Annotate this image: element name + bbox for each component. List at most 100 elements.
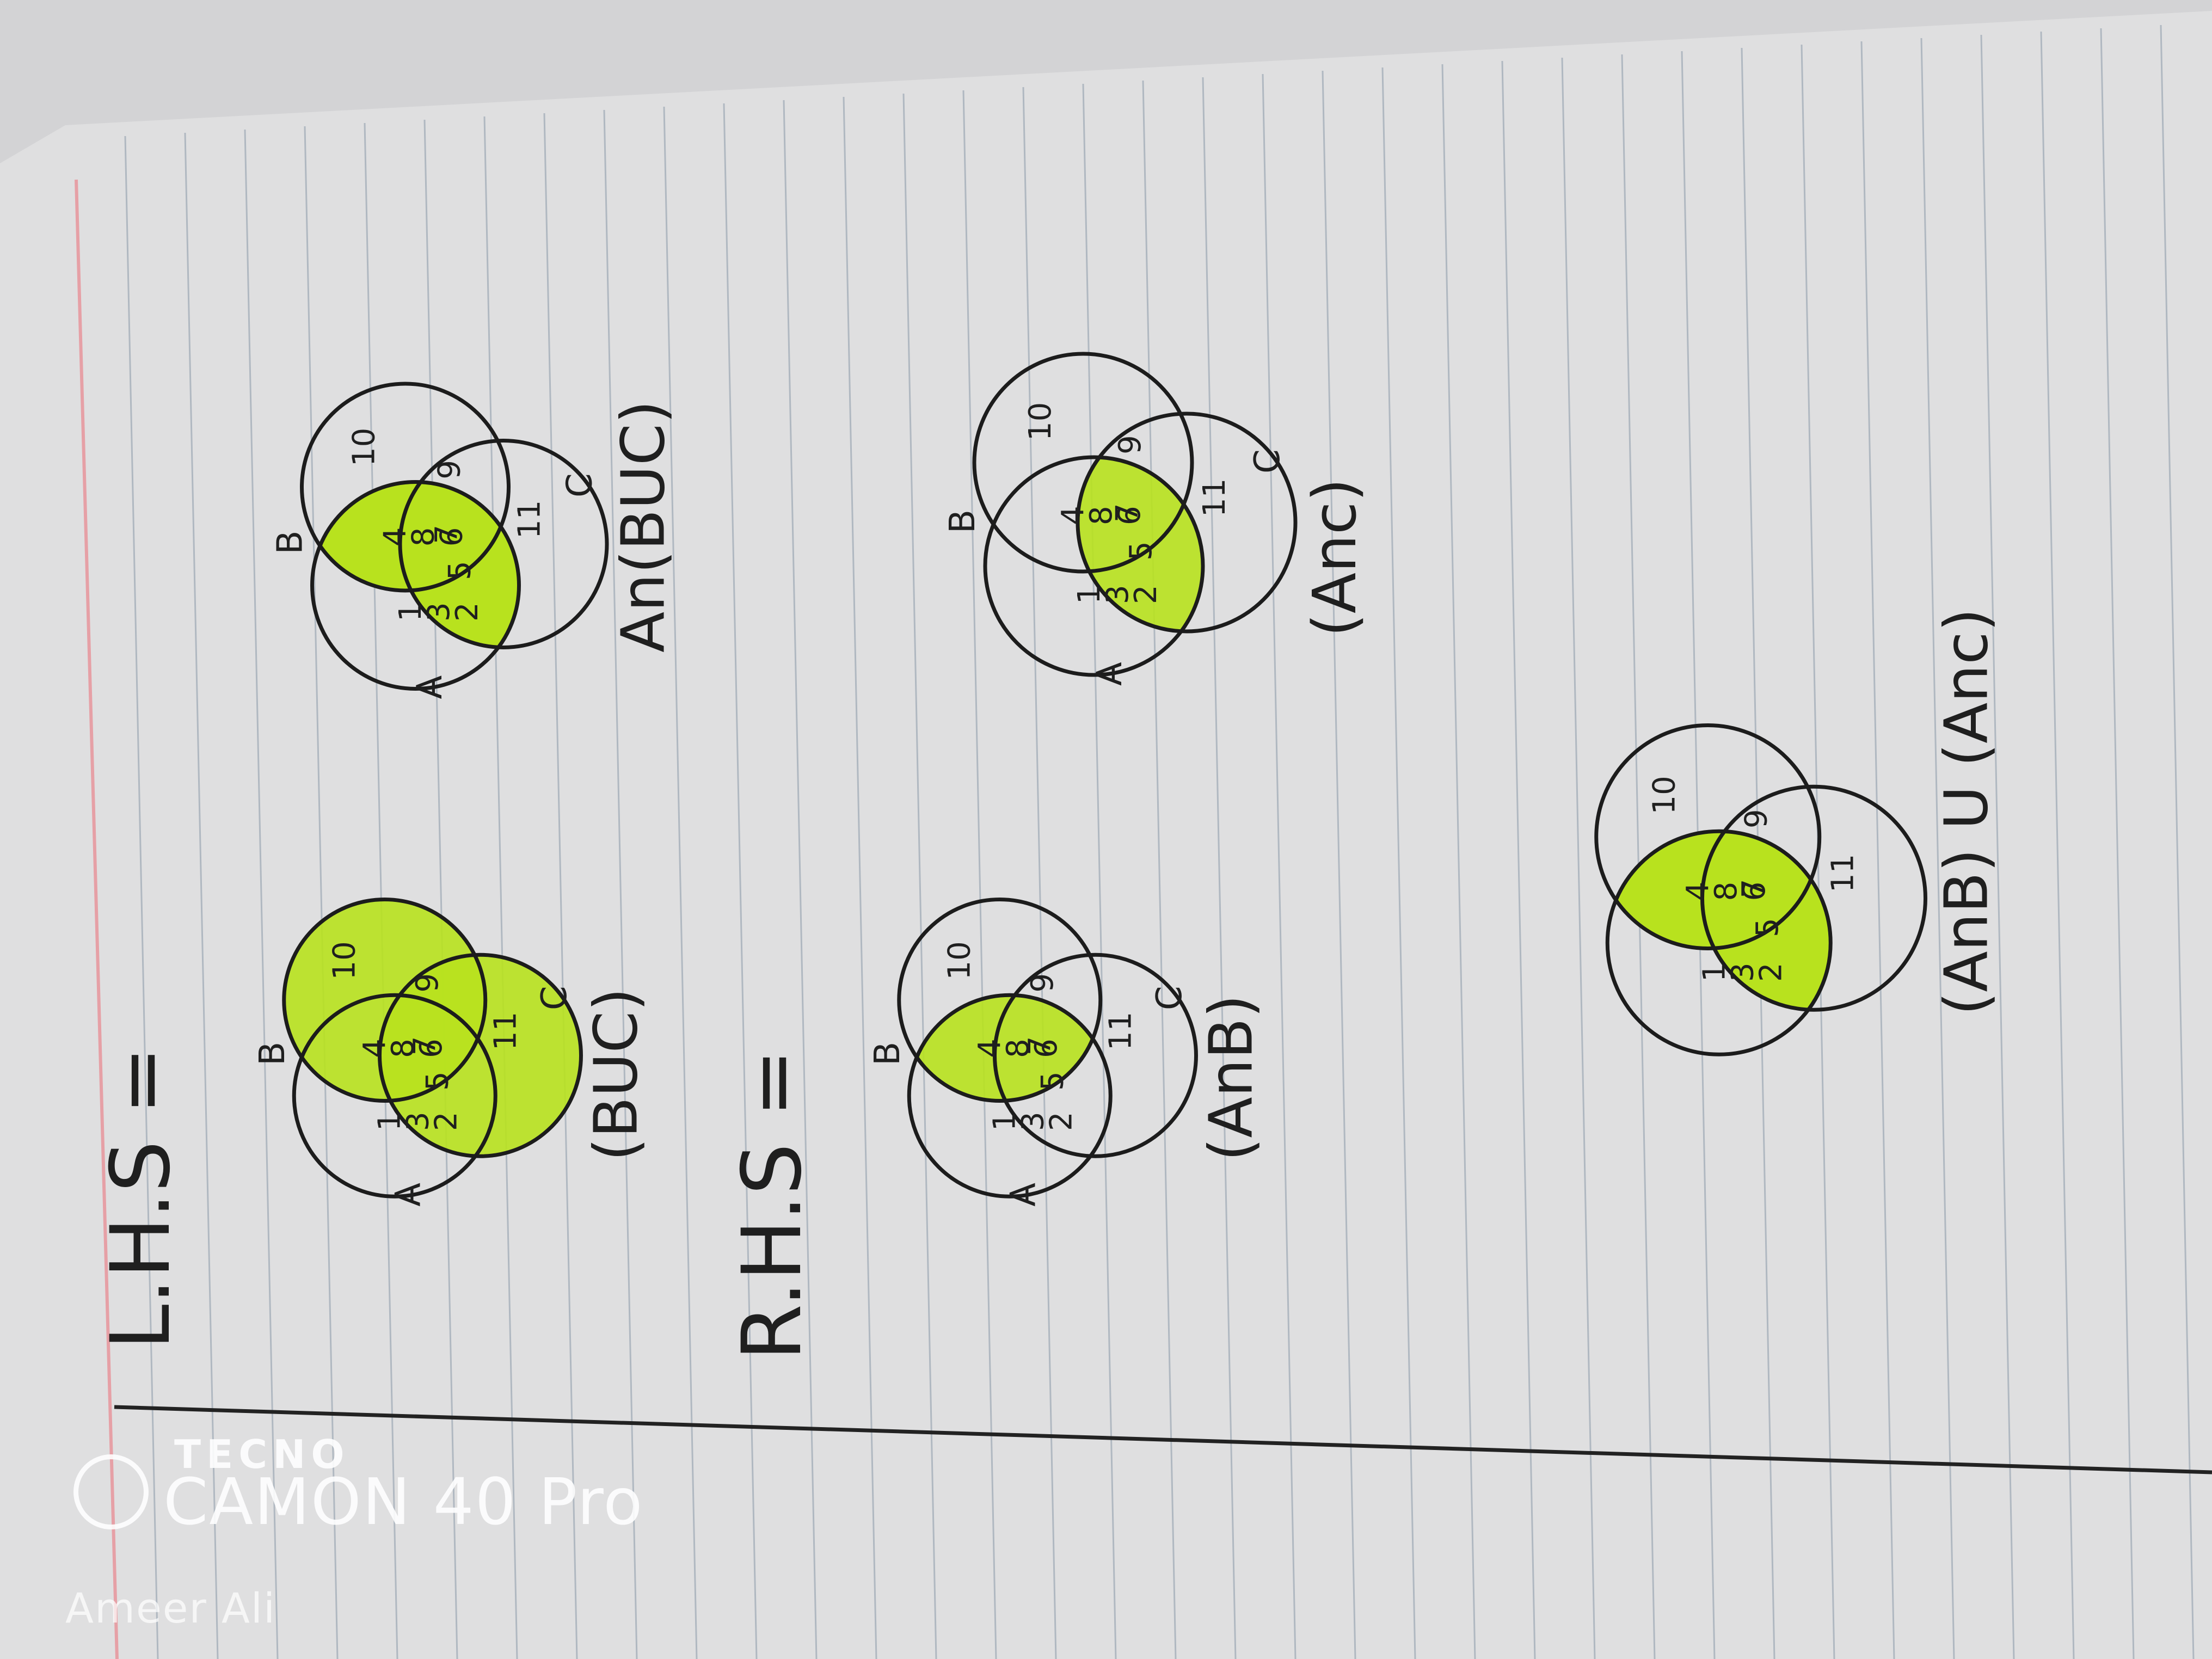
diagram-caption: (BUC) xyxy=(581,988,650,1162)
region-number: 6 xyxy=(1737,882,1772,901)
set-circle-c xyxy=(398,439,609,649)
region-number: 4 xyxy=(357,1039,392,1058)
region-number: 5 xyxy=(1750,918,1785,937)
margin-line xyxy=(75,179,119,1659)
region-number: 10 xyxy=(347,428,382,466)
highlight-region xyxy=(1607,831,1831,1010)
set-circle-b xyxy=(897,898,1103,1103)
set-circle-a xyxy=(292,993,497,1199)
region-number: 9 xyxy=(1025,973,1060,993)
set-label-a: A xyxy=(410,675,450,699)
region-number: 6 xyxy=(1029,1039,1064,1058)
diagram-caption: (AnB) xyxy=(1196,994,1265,1161)
set-circle-c xyxy=(1076,411,1298,634)
region-number: 11 xyxy=(512,500,548,539)
set-label-c: C xyxy=(534,986,575,1010)
region-number: 8 xyxy=(406,527,441,547)
rhs-label: R.H.S = xyxy=(725,1049,820,1361)
region-number: 1 xyxy=(393,602,428,622)
set-circle-c xyxy=(1700,784,1927,1012)
set-circle-b xyxy=(282,898,488,1103)
watermark-model: CAMON 40 Pro xyxy=(163,1464,644,1539)
region-number: 11 xyxy=(1197,478,1232,517)
highlight-region xyxy=(909,995,1101,1101)
set-label-a: A xyxy=(1004,1183,1044,1207)
set-circle-a xyxy=(907,993,1113,1199)
region-number: 11 xyxy=(1825,854,1860,893)
region-number: 9 xyxy=(410,973,445,993)
set-circle-c xyxy=(993,953,1198,1158)
page-divider xyxy=(114,1405,2212,1474)
region-number: 9 xyxy=(432,460,467,480)
region-number: 6 xyxy=(434,527,470,547)
region-number: 8 xyxy=(385,1039,421,1058)
region-number: 8 xyxy=(1000,1039,1036,1058)
region-number: 5 xyxy=(420,1071,455,1091)
highlight-region xyxy=(1078,457,1203,631)
set-label-b: B xyxy=(943,509,983,533)
set-circle-a xyxy=(310,480,521,691)
region-number: 7 xyxy=(429,525,465,544)
diagram-caption: An(BUC) xyxy=(609,400,678,653)
set-label-a: A xyxy=(1090,662,1130,686)
region-number: 5 xyxy=(1123,541,1159,561)
set-label-b: B xyxy=(253,1042,293,1066)
region-number: 1 xyxy=(1072,585,1107,604)
region-number: 9 xyxy=(1113,435,1148,454)
region-number: 2 xyxy=(429,1111,464,1131)
region-number: 3 xyxy=(1100,585,1135,604)
set-label-c: C xyxy=(560,473,600,497)
region-number: 11 xyxy=(1103,1012,1138,1050)
region-number: 6 xyxy=(414,1039,449,1058)
region-number: 8 xyxy=(1709,882,1744,901)
set-label-b: B xyxy=(271,531,311,555)
region-number: 1 xyxy=(372,1111,408,1131)
region-number: 7 xyxy=(407,1036,443,1056)
set-circle-b xyxy=(972,352,1194,574)
region-number: 2 xyxy=(1128,585,1164,604)
region-number: 4 xyxy=(1680,882,1716,901)
region-number: 5 xyxy=(1035,1071,1070,1091)
region-number: 2 xyxy=(1754,962,1789,982)
region-number: 8 xyxy=(1084,506,1119,525)
region-number: 6 xyxy=(1112,506,1147,525)
region-number: 4 xyxy=(1055,506,1091,525)
region-number: 3 xyxy=(1725,962,1761,982)
region-number: 7 xyxy=(1110,503,1145,523)
region-number: 3 xyxy=(401,1111,436,1131)
region-number: 4 xyxy=(972,1039,1007,1058)
highlight-region xyxy=(284,899,581,1157)
set-label-a: A xyxy=(389,1183,429,1207)
region-number: 3 xyxy=(421,602,457,622)
region-number: 3 xyxy=(1016,1111,1051,1131)
set-label-c: C xyxy=(1248,449,1288,474)
lhs-label: L.H.S = xyxy=(94,1046,188,1350)
set-label-c: C xyxy=(1150,986,1190,1010)
region-number: 10 xyxy=(327,941,362,980)
region-number: 2 xyxy=(450,602,485,622)
set-circle-a xyxy=(983,455,1205,677)
region-number: 10 xyxy=(942,941,977,980)
diagram-caption: (Anc) xyxy=(1300,478,1369,637)
set-circle-b xyxy=(1594,723,1822,950)
set-label-b: B xyxy=(868,1042,908,1066)
notebook-page xyxy=(0,11,2212,1659)
region-number: 7 xyxy=(1022,1036,1058,1056)
diagram-caption: (AnB) U (Anc) xyxy=(1931,609,2001,1016)
set-circle-b xyxy=(300,382,511,593)
region-number: 5 xyxy=(442,561,477,580)
region-number: 9 xyxy=(1738,809,1774,828)
region-number: 11 xyxy=(488,1012,523,1050)
region-number: 10 xyxy=(1023,402,1058,441)
watermark-owner: Ameer Ali xyxy=(65,1584,276,1632)
region-number: 7 xyxy=(1736,879,1771,899)
region-number: 1 xyxy=(1697,962,1732,982)
set-circle-a xyxy=(1605,829,1833,1056)
